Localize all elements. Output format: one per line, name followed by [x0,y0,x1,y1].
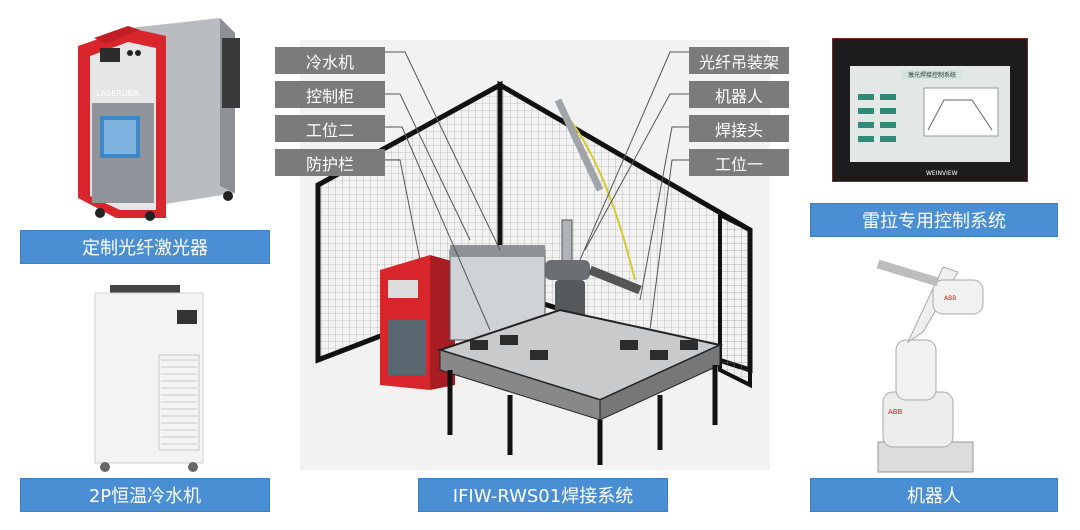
callout-station-one: 工位一 [689,149,789,176]
callout-guard-fence: 防护栏 [275,149,385,176]
screen-brand-text: WEINVIEW [926,170,958,177]
caption-fiber-laser: 定制光纤激光器 [20,230,270,264]
chiller-image [85,285,215,475]
callout-chiller: 冷水机 [275,47,385,74]
laser-brand-text: LASERUBA [96,89,139,98]
callout-robot: 机器人 [689,81,789,108]
laser-image: LASERUBA [70,8,245,223]
caption-robot: 机器人 [810,478,1058,512]
caption-welding-system: IFIW-RWS01焊接系统 [418,478,668,512]
screen-title-text: 激光焊接控制系统 [908,71,956,79]
robot-brand-text-base: ABB [888,408,903,416]
caption-chiller: 2P恒温冷水机 [20,478,270,512]
callout-station-two: 工位二 [275,115,385,142]
robot-brand-text: ABB [944,295,956,302]
caption-control-system: 雷拉专用控制系统 [810,203,1058,237]
callout-welding-head: 焊接头 [689,115,789,142]
callout-control-cabinet: 控制柜 [275,81,385,108]
control-screen-image: 激光焊接控制系统 WEINVIEW [832,38,1028,182]
robot-image: ABB ABB [848,252,988,474]
callout-fiber-hanger: 光纤吊装架 [689,47,789,74]
